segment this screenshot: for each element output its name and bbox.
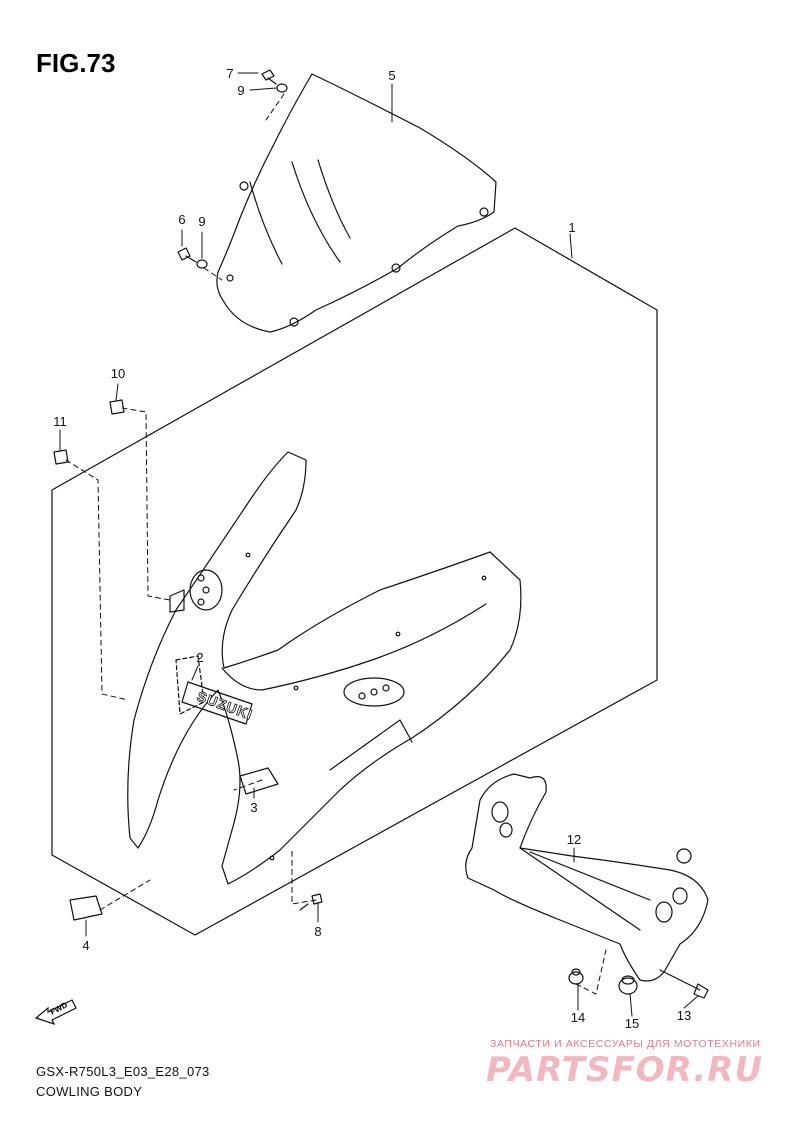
callout-6: 6	[178, 212, 185, 227]
model-code: GSX-R750L3_E03_E28_073	[36, 1064, 210, 1079]
watermark-logo: PARTSFOR.RU	[486, 1050, 764, 1090]
cowling-body-part	[127, 451, 522, 885]
callout-12: 12	[567, 832, 581, 847]
washer-9-bottom	[196, 259, 208, 269]
washer-9-top	[276, 83, 288, 93]
callout-11: 11	[53, 414, 67, 429]
nut-10	[109, 399, 125, 415]
cushion-15	[618, 975, 638, 995]
cushion-4	[69, 895, 103, 921]
screw-7	[261, 69, 277, 85]
cushion-3	[239, 767, 279, 795]
brace-part	[465, 773, 709, 982]
callout-3: 3	[250, 800, 257, 815]
leader-lines	[59, 72, 699, 1017]
callout-8: 8	[314, 924, 321, 939]
callout-9-top: 9	[237, 83, 244, 98]
bolt-13	[659, 969, 709, 999]
figure-title: FIG.73	[36, 48, 116, 78]
assembly-boundary	[51, 227, 658, 936]
guide-lines	[65, 93, 607, 995]
callout-7: 7	[226, 66, 233, 81]
fwd-arrow-icon: FWD	[34, 999, 77, 1026]
callout-labels: 1 2 3 4 5 6 7 8 9 9 10 11 12 13 14 15	[53, 66, 691, 1031]
section-name: COWLING BODY	[36, 1084, 143, 1099]
windscreen-part	[216, 73, 497, 333]
callout-9-bottom: 9	[198, 214, 205, 229]
callout-13: 13	[677, 1008, 691, 1023]
nut-11	[53, 449, 69, 465]
callout-4: 4	[82, 938, 89, 953]
callout-15: 15	[625, 1016, 639, 1031]
grommet-14	[568, 968, 584, 985]
callout-5: 5	[388, 68, 395, 83]
watermark-tagline: ЗАПЧАСТИ И АКСЕССУАРЫ ДЛЯ МОТОТЕХНИКИ	[490, 1038, 761, 1050]
callout-10: 10	[111, 366, 125, 381]
emblem-decal	[175, 655, 253, 725]
screw-6	[177, 247, 197, 263]
screw-8	[299, 893, 323, 911]
callout-2: 2	[196, 650, 203, 665]
brand-decal-text: SUZUKI	[195, 688, 255, 723]
callout-14: 14	[571, 1010, 585, 1025]
callout-1: 1	[568, 220, 575, 235]
